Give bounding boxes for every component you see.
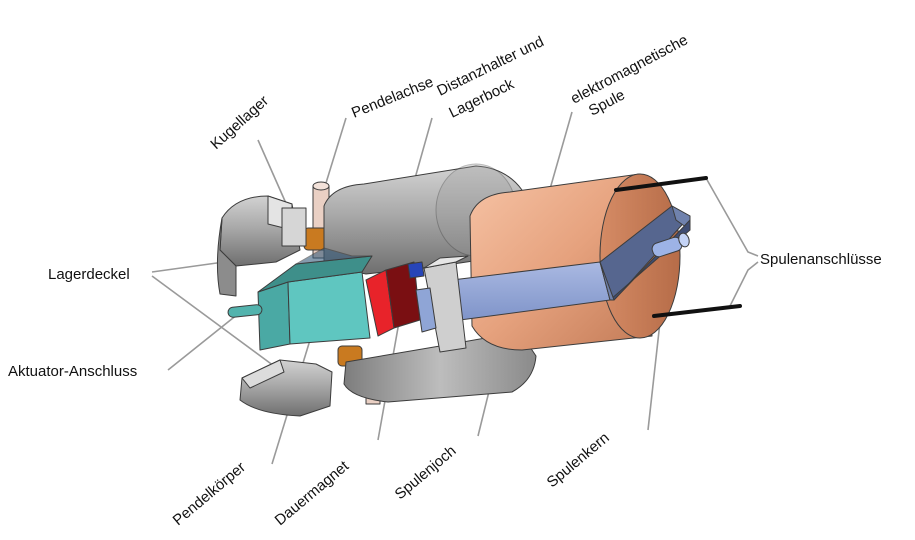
leader-spule [547,111,573,197]
label-spulenjoch: Spulenjoch [392,442,460,503]
actuator-connector [227,304,263,318]
spacer-plate [423,255,469,353]
leader-spulenanschluesse-top [705,177,759,257]
label-pendelkoerper: Pendelkörper [170,459,249,529]
terminal-wire-top [614,176,708,192]
coil-core [651,232,690,258]
label-spulenkern: Spulenkern [544,429,613,491]
label-aktuator-anschluss: Aktuator-Anschluss [8,363,137,380]
spacer-bearing-block-bottom [343,331,537,403]
label-kugellager: Kugellager [207,92,272,153]
label-spule-line1: elektromagnetische [568,31,691,107]
terminal-wire-bottom [652,304,742,318]
bearing-cover-bottom [239,359,333,417]
coil-yoke [451,205,691,321]
leader-spulenanschluesse-bottom [729,261,759,307]
leader-lagerdeckel-top [151,261,225,273]
leader-lagerdeckel-bottom [151,275,275,367]
label-spulenanschluesse: Spulenanschlüsse [760,251,882,268]
label-pendelachse: Pendelachse [349,73,436,121]
label-lagerdeckel: Lagerdeckel [48,266,130,283]
permanent-magnet [365,261,437,337]
label-dauermagnet: Dauermagnet [272,457,353,529]
bearing-cover-top [216,195,301,297]
pendulum-body [257,247,373,351]
coil-terminals [614,176,742,318]
